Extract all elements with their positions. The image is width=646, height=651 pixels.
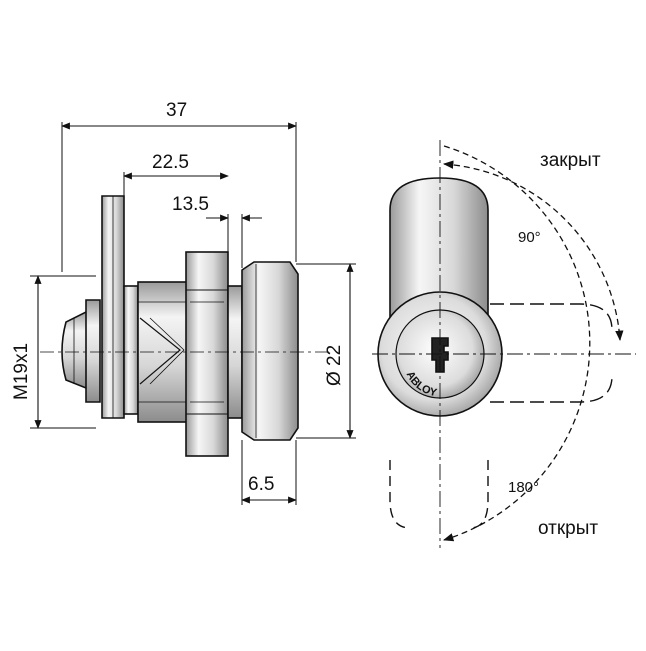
rotation-arcs (442, 145, 624, 542)
washer (123, 285, 139, 415)
front-view (372, 140, 636, 548)
dim-thread: M19x1 (11, 343, 32, 400)
arc-90 (442, 160, 624, 342)
flange-head (241, 261, 299, 441)
side-dimensions (34, 122, 354, 504)
side-view (30, 122, 356, 505)
arc-180 (443, 145, 591, 542)
hex-nut (185, 251, 229, 457)
label-open: открыт (538, 518, 598, 539)
label-angle-90: 90° (518, 229, 541, 246)
dim-body-length: 22.5 (152, 152, 189, 173)
keyway (431, 337, 449, 373)
label-closed: закрыт (540, 150, 601, 171)
cam-open-outline (389, 460, 411, 529)
label-angle-180: 180° (508, 479, 539, 496)
cam-90-outline (490, 303, 613, 331)
dim-thread-length: 13.5 (172, 194, 209, 215)
dim-overall-length: 37 (166, 100, 187, 121)
dim-flange-diameter: Ø 22 (324, 345, 345, 386)
dim-flange-thickness: 6.5 (248, 474, 274, 495)
